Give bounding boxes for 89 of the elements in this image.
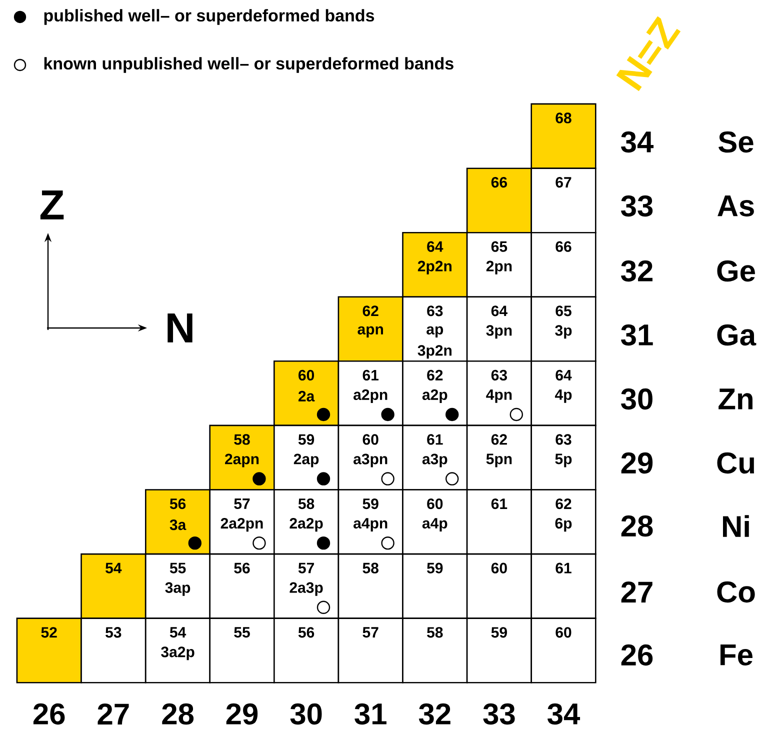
nuclide-cell: 58 [338,553,404,619]
row-number: 29 [621,452,653,474]
nuclide-cell: 62 apn [338,296,404,362]
band-marker [381,408,394,422]
band-marker [316,408,330,422]
nuclide-cell: 59 [466,618,532,684]
nuclide-cell: 61 [530,553,596,619]
legend-text: known unpublished well– or superdeformed bands [44,57,454,73]
nuclide-cell: 60 [530,618,596,684]
nuclide-cell: 61 [466,489,532,555]
nuclide-cell: 63 5p [530,424,596,490]
nuclide-cell: 58 2a2p [274,489,340,555]
element-symbol: Zn [718,388,752,410]
row-number: 34 [621,131,654,153]
band-marker [446,472,459,486]
band-marker [446,408,459,422]
legend-text: published well– or superdeformed bands [44,9,374,25]
nuclide-cell: 60 2a [274,360,340,426]
element-symbol: Fe [720,644,752,666]
nuclide-cell: 56 [274,618,340,684]
nuclide-cell: 56 3a [145,489,211,555]
nuclide-cell: 66 [466,168,532,234]
band-marker [252,536,266,550]
nuclide-cell: 62 5pn [466,424,532,490]
nuclide-cell: 56 [209,553,275,619]
nuclide-cell: 59 [402,553,468,619]
row-number: 32 [621,260,652,282]
nuclide-cell: 68 [530,103,596,169]
row-number: 27 [621,582,652,602]
nuclide-cell: 64 4p [530,360,596,426]
nuclide-cell: 63 ap 3p2n [402,296,468,362]
element-symbol: Co [717,581,755,603]
column-number: 34 [548,703,580,725]
element-symbol: Se [718,131,754,153]
column-number: 30 [290,703,322,725]
nuclide-cell: 60 [466,553,532,619]
nuclide-cell: 62 a2p [402,360,468,426]
row-number: 30 [621,388,652,410]
element-symbol: As [718,196,754,216]
nuclide-cell: 57 [338,618,404,684]
element-symbol: Cu [717,452,754,474]
band-marker [316,536,330,550]
column-number: 26 [33,703,65,725]
band-marker [510,408,523,422]
nuclide-cell: 60 a3pn [338,424,404,490]
nuclide-cell: 61 a3p [402,424,468,490]
band-marker [188,536,202,550]
nuclide-cell: 57 2a3p [274,553,340,619]
nuclide-cell: 54 [80,553,146,619]
nuclide-cell: 59 a4pn [338,489,404,555]
column-number: 32 [418,703,450,725]
nuclide-cell: 59 2ap [274,424,340,490]
band-marker [316,600,330,614]
column-number: 28 [162,703,194,725]
nuclide-cell: 67 [530,168,596,234]
nuclide-cell: 65 3p [530,296,596,362]
band-marker [381,536,394,550]
nuclide-cell: 58 [402,618,468,684]
band-marker [316,472,330,486]
nuclide-cell: 60 a4p [402,489,468,555]
axis-label: Z [40,190,64,220]
nuclide-cell: 63 4pn [466,360,532,426]
column-number: 31 [354,703,386,725]
nuclide-cell: 66 [530,232,596,298]
row-number: 31 [621,324,653,346]
axis-label: N [168,314,192,342]
row-number: 33 [621,195,653,217]
column-number: 29 [226,703,258,725]
nuclide-cell: 62 6p [530,489,596,555]
nuclide-cell: 61 a2pn [338,360,404,426]
nuclide-cell: 57 2a2pn [209,489,275,555]
nuclide-cell: 55 [209,618,275,684]
row-number: 26 [621,644,653,666]
element-symbol: Ge [717,260,755,282]
column-number: 27 [98,704,129,724]
nuclide-cell: 52 [16,618,82,684]
nuclide-cell: 55 3ap [145,553,211,619]
nuclide-cell: 58 2apn [209,424,275,490]
element-symbol: Ni [723,515,749,537]
band-marker [252,472,266,486]
column-number: 33 [483,703,515,725]
band-marker [381,472,394,486]
nuclide-cell: 64 2p2n [402,232,468,298]
nuclide-cell: 65 2pn [466,232,532,298]
element-symbol: Ga [717,324,756,346]
nuclide-cell: 54 3a2p [145,618,211,684]
nuclide-cell: 53 [80,618,146,684]
row-number: 28 [621,515,653,537]
nuclide-cell: 64 3pn [466,296,532,362]
